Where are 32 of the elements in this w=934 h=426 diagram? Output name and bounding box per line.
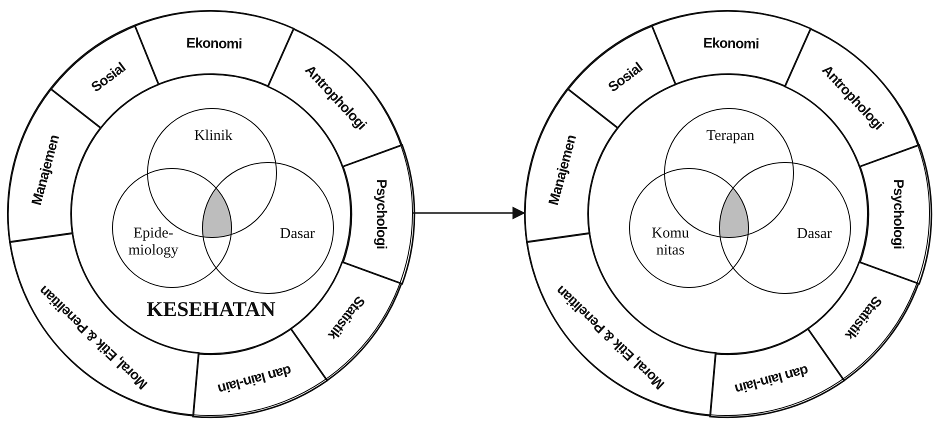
outer-ring-circle [7,10,413,416]
ring-segment [567,24,677,129]
circle-label: Dasar [280,226,315,243]
circle-label: Terapan [706,128,754,145]
circle-label: Dasar [796,226,832,243]
ring-segment [650,10,812,88]
venn-circle [112,168,232,288]
segment-label: Ekonomi [703,35,759,50]
circle-label: Epide- miology [127,226,180,259]
ring-segment [192,328,328,418]
circle-label: Klinik [194,128,233,145]
venn-circle [719,162,852,294]
segment-label: dan lain-lain [734,363,810,396]
segment-label: Psychologi [892,179,906,249]
arrow [413,206,526,220]
ring-segment [858,144,932,284]
segment-label: dan lain-lain [217,363,294,396]
venn-circle [629,168,750,288]
ring-segment [290,260,403,382]
circle-label: Komu nitas [650,226,690,259]
ring-segment [784,28,920,168]
segment-label: Ekonomi [186,35,242,50]
venn-circle [202,162,334,294]
circle-title: KESEHATAN [146,297,276,322]
ring-segment [342,144,415,284]
segment-label: Psychologi [375,179,390,249]
ring-segment [807,260,920,382]
ring-segment [709,328,846,418]
ring-segment [50,24,160,129]
ring-segment [134,10,295,88]
outer-ring-circle [524,10,930,416]
ring-segment [266,28,403,168]
